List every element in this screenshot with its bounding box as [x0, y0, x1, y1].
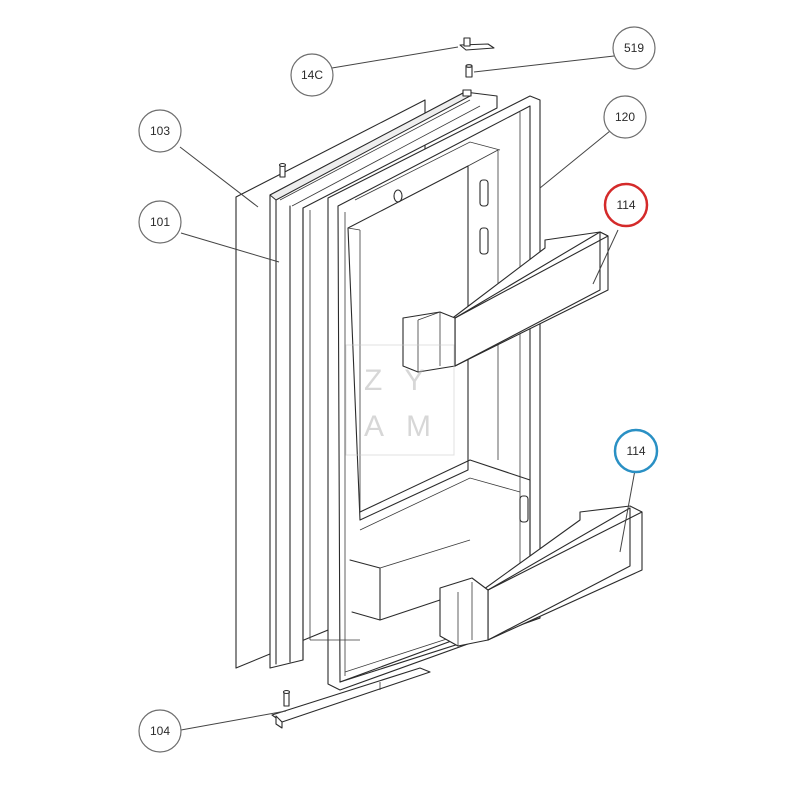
callout-519: 519 [612, 26, 656, 70]
callout-101: 101 [138, 200, 182, 244]
part-114-lower-shelf [439, 505, 643, 647]
callout-label: 14C [301, 68, 323, 82]
watermark-line-2: AM [364, 410, 453, 443]
callout-label: 103 [150, 124, 170, 138]
callout-114-lower: 114 [613, 428, 659, 474]
watermark: ZY AM [345, 344, 455, 456]
callout-103: 103 [138, 109, 182, 153]
part-14C-hinge-cap [459, 37, 495, 51]
callout-label: 101 [150, 215, 170, 229]
callout-120: 120 [603, 95, 647, 139]
part-104-hinge-bracket [271, 667, 431, 729]
watermark-line-1: ZY [364, 364, 446, 397]
callout-label: 114 [626, 444, 645, 458]
callout-114-upper: 114 [603, 182, 649, 228]
part-101-door-frame [269, 89, 498, 669]
callout-label: 120 [615, 110, 635, 124]
callout-label: 104 [150, 724, 170, 738]
part-519-pin [465, 64, 473, 78]
leader-lines [179, 46, 636, 731]
callout-14C: 14C [290, 53, 334, 97]
callout-104: 104 [138, 709, 182, 753]
callout-label: 114 [616, 198, 635, 212]
callout-label: 519 [624, 41, 644, 55]
part-114-upper-shelf [402, 231, 609, 373]
